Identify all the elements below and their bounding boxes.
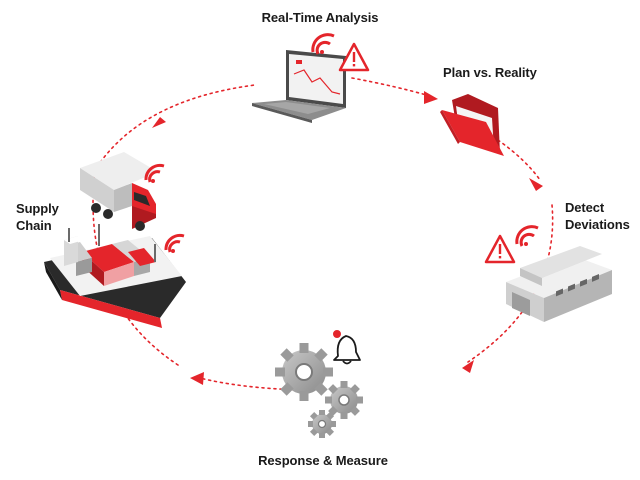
wifi-signal-icon (515, 225, 539, 247)
wifi-signal-icon (164, 233, 185, 253)
label-plan-vs-reality: Plan vs. Reality (443, 65, 537, 80)
gear-large (275, 343, 333, 401)
label-detect-deviations: Detect Deviations (565, 199, 635, 233)
label-response-measure: Response & Measure (258, 453, 388, 468)
gear-medium (325, 381, 363, 419)
wifi-signal-icon (144, 163, 165, 183)
gear-small (308, 410, 336, 438)
gears-icon (275, 343, 363, 438)
label-detect-line-1: Detect (565, 200, 605, 215)
arc-analysis-to-plan (351, 77, 431, 97)
arc-supply-to-analysis (92, 84, 256, 366)
alarm-bell-icon (332, 329, 361, 365)
label-supply-line-2: Chain (16, 218, 52, 233)
cargo-ship-icon (44, 224, 186, 328)
wifi-signal-icon (311, 33, 335, 55)
label-real-time-analysis: Real-Time Analysis (261, 10, 379, 25)
arrowhead-response (462, 360, 474, 373)
warning-triangle-icon (484, 234, 516, 264)
label-detect-line-2: Deviations (565, 217, 630, 232)
cycle-arrowheads (152, 91, 543, 385)
arrowhead-detect (529, 178, 543, 191)
truck-icon (80, 152, 158, 231)
label-supply-line-1: Supply (16, 201, 59, 216)
label-supply-chain: Supply Chain (16, 200, 76, 234)
warehouse-windows (556, 273, 599, 297)
arrowhead-supply (190, 372, 204, 385)
warehouse-icon (506, 246, 612, 322)
warning-triangle-icon (338, 42, 370, 72)
arrowhead-analysis (152, 117, 166, 128)
arrowhead-plan (424, 91, 438, 104)
arc-plan-to-detect (497, 139, 541, 181)
laptop-icon (252, 50, 346, 123)
folder-icon (440, 94, 504, 156)
